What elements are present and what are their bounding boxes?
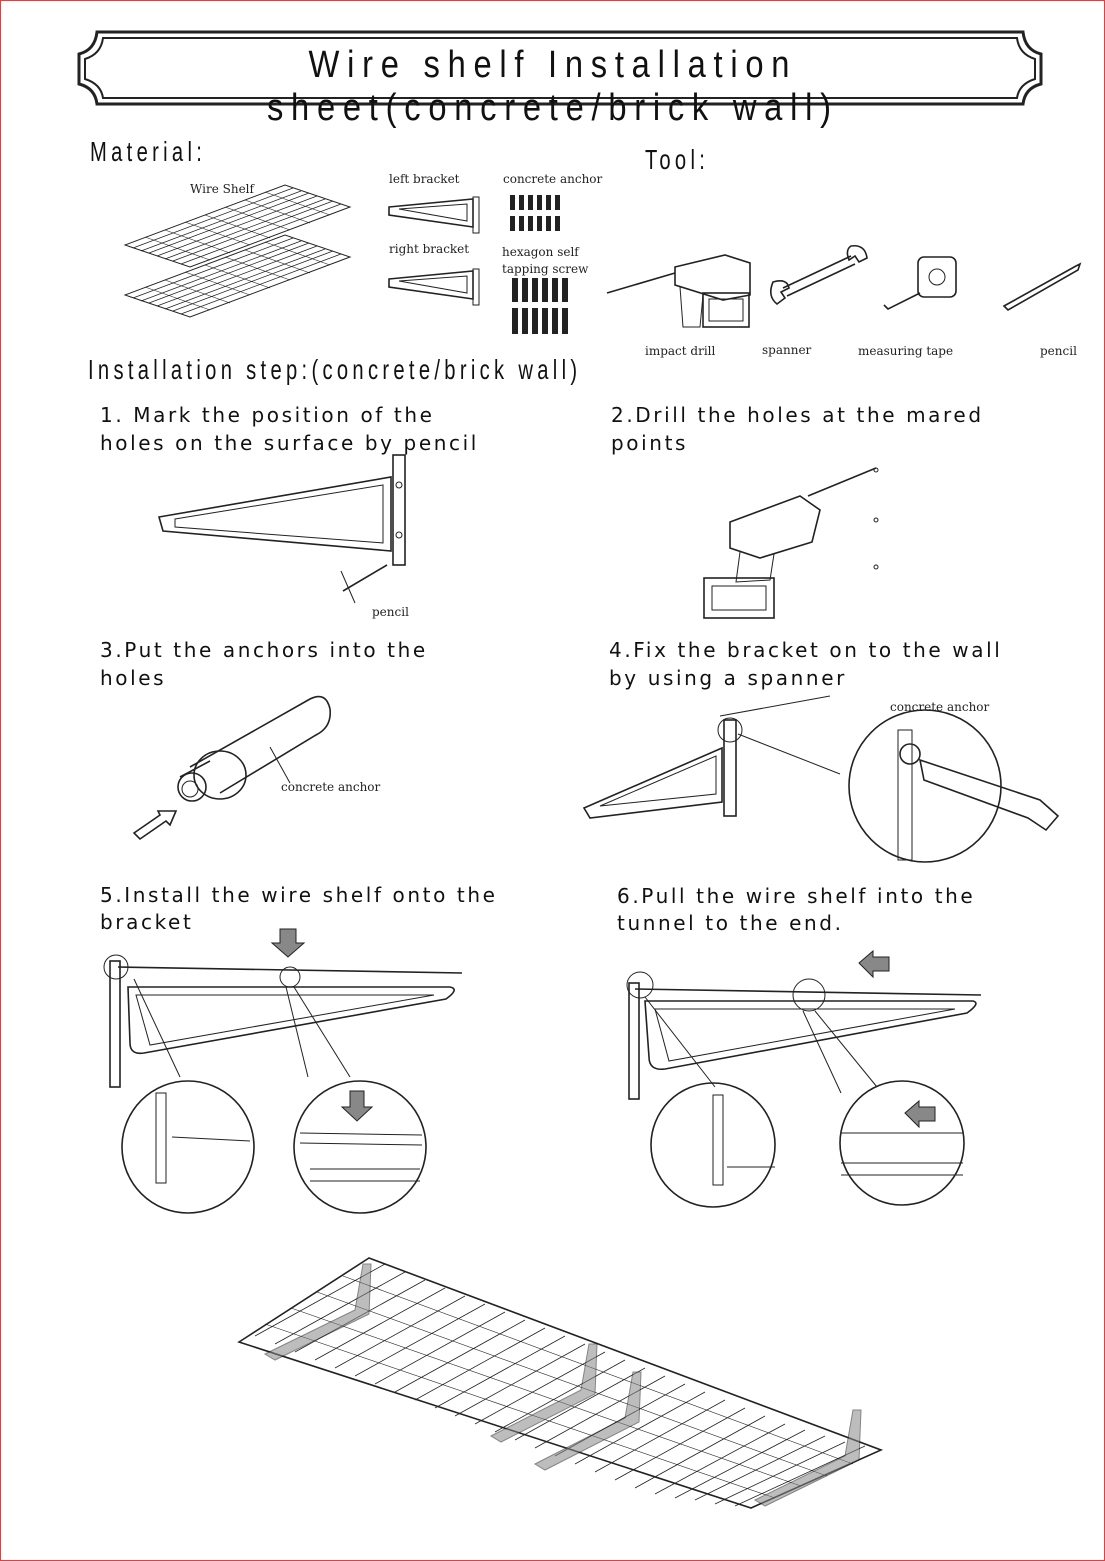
- step6-text-line1: 6.Pull the wire shelf into the: [617, 883, 975, 910]
- step4-bracket-illustration: [580, 690, 1070, 870]
- hexagon-screw-illustration: [510, 278, 570, 336]
- step1-pencil-callout: pencil: [372, 605, 409, 619]
- step1-text-line2: holes on the surface by pencil: [100, 430, 479, 457]
- page-title: Wire shelf Installation sheet(concrete/b…: [78, 44, 1028, 130]
- step5-text-line1: 5.Install the wire shelf onto the: [100, 882, 498, 909]
- measuring-tape-illustration: [882, 253, 962, 315]
- left-bracket-illustration: [385, 193, 485, 238]
- installation-heading: Installation step:(concrete/brick wall): [88, 354, 581, 386]
- pencil-label: pencil: [1040, 344, 1077, 358]
- step6-text-line2: tunnel to the end.: [617, 910, 844, 937]
- step5-shelf-illustration: [100, 925, 480, 1220]
- step1-text-line1: 1. Mark the position of the: [100, 402, 435, 429]
- step4-text-line2: by using a spanner: [609, 665, 847, 692]
- spanner-illustration: [765, 238, 870, 308]
- concrete-anchor-label: concrete anchor: [503, 172, 602, 186]
- step3-anchor-illustration: [130, 685, 370, 840]
- assembled-shelf-illustration: [235, 1250, 885, 1510]
- right-bracket-label: right bracket: [389, 242, 469, 256]
- step1-bracket-illustration: [155, 455, 415, 615]
- hexagon-screw-label-1: hexagon self: [502, 245, 579, 259]
- wire-shelf-illustration: [120, 185, 355, 320]
- measuring-tape-label: measuring tape: [858, 344, 953, 358]
- spanner-label: spanner: [762, 343, 811, 357]
- concrete-anchor-illustration: [508, 193, 563, 235]
- pencil-illustration: [1000, 262, 1082, 314]
- left-bracket-label: left bracket: [389, 172, 460, 186]
- tool-heading: Tool:: [645, 144, 709, 176]
- material-heading: Material:: [90, 136, 206, 168]
- step2-text-line2: points: [611, 430, 688, 457]
- impact-drill-illustration: [605, 245, 755, 335]
- step4-anchor-callout: concrete anchor: [890, 700, 989, 714]
- right-bracket-illustration: [385, 265, 485, 310]
- step2-drill-illustration: [700, 462, 890, 622]
- step3-anchor-callout: concrete anchor: [281, 780, 380, 794]
- step4-text-line1: 4.Fix the bracket on to the wall: [609, 637, 1002, 664]
- step3-text-line1: 3.Put the anchors into the: [100, 637, 428, 664]
- step6-shelf-illustration: [615, 945, 990, 1210]
- hexagon-screw-label-2: tapping screw: [502, 262, 588, 276]
- step2-text-line1: 2.Drill the holes at the mared: [611, 402, 984, 429]
- impact-drill-label: impact drill: [645, 344, 715, 358]
